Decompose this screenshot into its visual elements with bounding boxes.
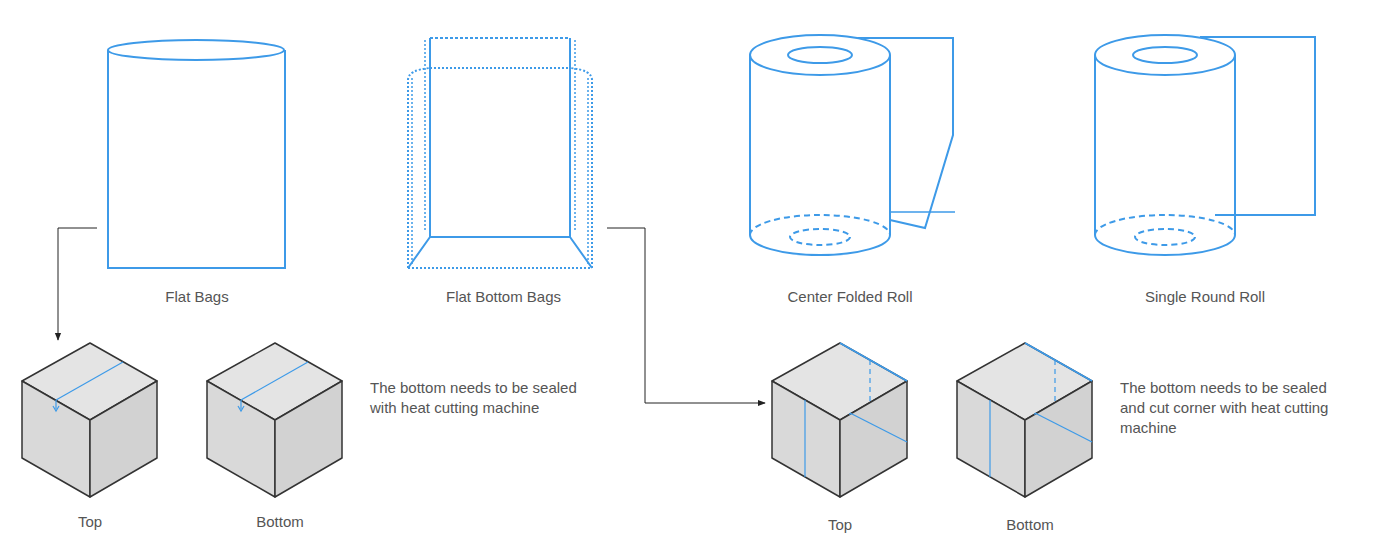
single-round-roll-figure xyxy=(1095,35,1315,255)
cube-top: Top xyxy=(765,340,915,538)
flat-bottom-bag-figure xyxy=(408,38,592,268)
seal-line xyxy=(869,360,870,403)
cube-face xyxy=(1025,381,1092,497)
figure-caption: Center Folded Roll xyxy=(740,288,960,306)
box-cube xyxy=(207,343,342,497)
seal-line xyxy=(241,362,308,400)
cube-face xyxy=(207,381,275,497)
figure-caption: Bottom xyxy=(205,513,355,531)
folded-roll: Center Folded Roll xyxy=(740,30,960,310)
figure-caption: Single Round Roll xyxy=(1085,288,1325,306)
seal-line xyxy=(804,400,805,477)
seal-line xyxy=(1035,413,1092,442)
seal-line xyxy=(1025,343,1092,381)
figure-caption: Bottom xyxy=(950,516,1110,534)
flow-arrow xyxy=(58,228,97,340)
figure-caption: Flat Bottom Bags xyxy=(400,288,607,306)
cube-bottom: Bottom xyxy=(205,340,355,535)
figure-caption: Flat Bags xyxy=(97,288,297,306)
figure-caption: Top xyxy=(20,513,160,531)
box-cube xyxy=(957,343,1092,497)
seal-arrow xyxy=(238,406,244,411)
figure-caption: Top xyxy=(765,516,915,534)
seal-line xyxy=(840,343,907,381)
round-roll: Single Round Roll xyxy=(1085,30,1325,310)
cube-face xyxy=(275,381,342,497)
cube-face xyxy=(840,381,907,497)
seal-line xyxy=(989,400,990,477)
seal-line xyxy=(1034,413,1035,415)
cube-top: Top xyxy=(20,340,160,535)
seal-line xyxy=(56,362,123,400)
cube-face xyxy=(957,381,1025,497)
box-cube xyxy=(22,343,157,497)
flat-bottom-bag: Flat Bottom Bags xyxy=(400,35,607,310)
cube-bottom: Bottom xyxy=(950,340,1110,538)
flow-arrow xyxy=(607,228,765,403)
box-cube xyxy=(772,343,907,497)
seal-line xyxy=(850,413,907,442)
note-text: The bottom needs to be sealed and cut co… xyxy=(1120,378,1345,438)
seal-line xyxy=(240,400,241,409)
cube-face xyxy=(90,381,157,497)
cube-face xyxy=(22,381,90,497)
flat-bag-figure xyxy=(108,40,285,268)
seal-line xyxy=(55,400,56,409)
seal-line xyxy=(849,413,850,415)
flat-bag: Flat Bags xyxy=(97,35,297,310)
note-text: The bottom needs to be sealed with heat … xyxy=(370,378,585,418)
cube-face xyxy=(772,381,840,497)
cube-figures xyxy=(22,343,1092,497)
seal-line xyxy=(1054,360,1055,403)
center-folded-roll-figure xyxy=(750,35,955,255)
seal-arrow xyxy=(53,406,59,411)
